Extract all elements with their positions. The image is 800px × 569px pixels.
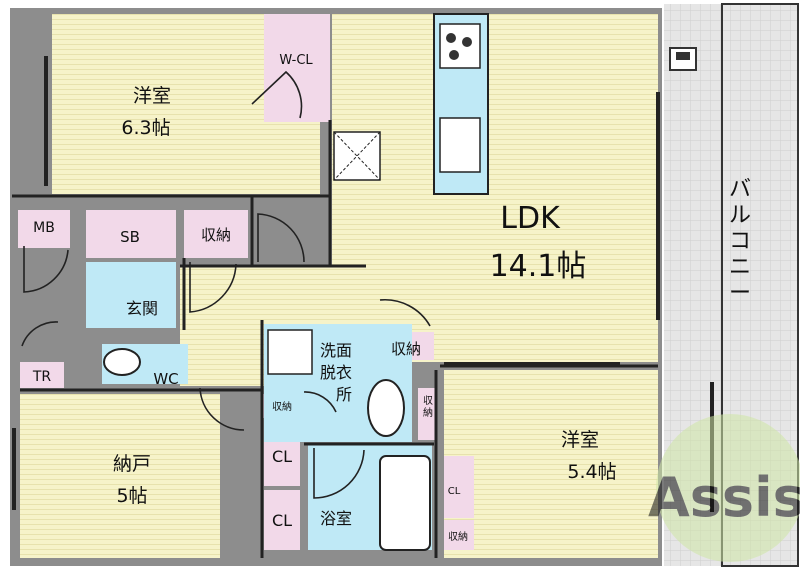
mb-closet: [18, 210, 70, 248]
label-char: ー: [729, 281, 751, 306]
shuno-closet-1: [184, 210, 248, 258]
cl-closet-2: [264, 490, 300, 550]
shuno-1-label: 収納: [201, 226, 231, 244]
western-room-1-name: 洋室: [133, 85, 171, 107]
washroom-label-line: 洗面: [320, 341, 352, 360]
storage-room: [20, 394, 220, 558]
bath-label: 浴室: [320, 509, 352, 528]
tr-closet: [20, 362, 64, 388]
cl-closet-3: [444, 456, 474, 518]
washroom-label-line: 脱衣: [320, 363, 352, 382]
label-char: バ: [729, 177, 751, 202]
stove-icon: [439, 23, 481, 69]
shuno-small-3: [444, 520, 474, 550]
shuno-small-2: [418, 388, 436, 440]
balcony-rail: [721, 3, 799, 567]
western-room-2-name: 洋室: [561, 429, 599, 451]
cl-3-label: CL: [448, 486, 461, 497]
entrance-label: 玄関: [126, 299, 158, 318]
western-room-2-size: 5.4帖: [567, 461, 616, 483]
labels: 洋室 6.3帖 W-CL LDK 14.1帖 MB SB 収納 玄関 収納 TR…: [32, 53, 751, 543]
svg-text:Assist: Assist: [648, 466, 800, 529]
cl-1-label: CL: [272, 447, 292, 466]
western-room-2: [444, 370, 658, 558]
label-char: コ: [729, 229, 751, 254]
toilet-label: WC: [153, 370, 178, 388]
sink-icon: [439, 117, 481, 173]
sb-closet: [86, 210, 176, 258]
washroom-label-line: 所: [336, 385, 352, 404]
western-room-1-size: 6.3帖: [121, 117, 170, 139]
shuno-small-3-label: 収納: [448, 530, 468, 543]
toilet-bowl: [103, 348, 141, 376]
sb-label: SB: [120, 228, 140, 246]
washroom-label: 洗面脱衣所: [320, 341, 352, 404]
wcl-label: W-CL: [279, 53, 313, 68]
storage-room-name: 納戸: [113, 453, 151, 475]
shuno-small-2-label: 収納: [423, 395, 433, 419]
bathtub: [379, 455, 431, 551]
storage-room-size: 5帖: [116, 485, 147, 507]
tr-label: TR: [32, 369, 52, 385]
label-char: ル: [729, 203, 751, 228]
label-char: ニ: [729, 255, 751, 280]
washing-machine: [267, 329, 313, 375]
shuno-2-label: 収納: [391, 340, 421, 358]
ldk-size: 14.1帖: [490, 249, 587, 284]
cl-2-label: CL: [272, 511, 292, 530]
ldk-name: LDK: [500, 201, 561, 236]
washbasin: [367, 379, 405, 437]
label-char: 納: [423, 406, 433, 419]
mb-label: MB: [33, 220, 55, 236]
assist-watermark: Assist: [648, 414, 800, 562]
label-char: 収: [423, 395, 433, 407]
wcl-closet: [264, 14, 330, 122]
doors: [21, 70, 431, 499]
entrance: [86, 262, 176, 328]
shuno-small-1-label: 収納: [272, 400, 292, 413]
ldk-room: [332, 14, 658, 362]
